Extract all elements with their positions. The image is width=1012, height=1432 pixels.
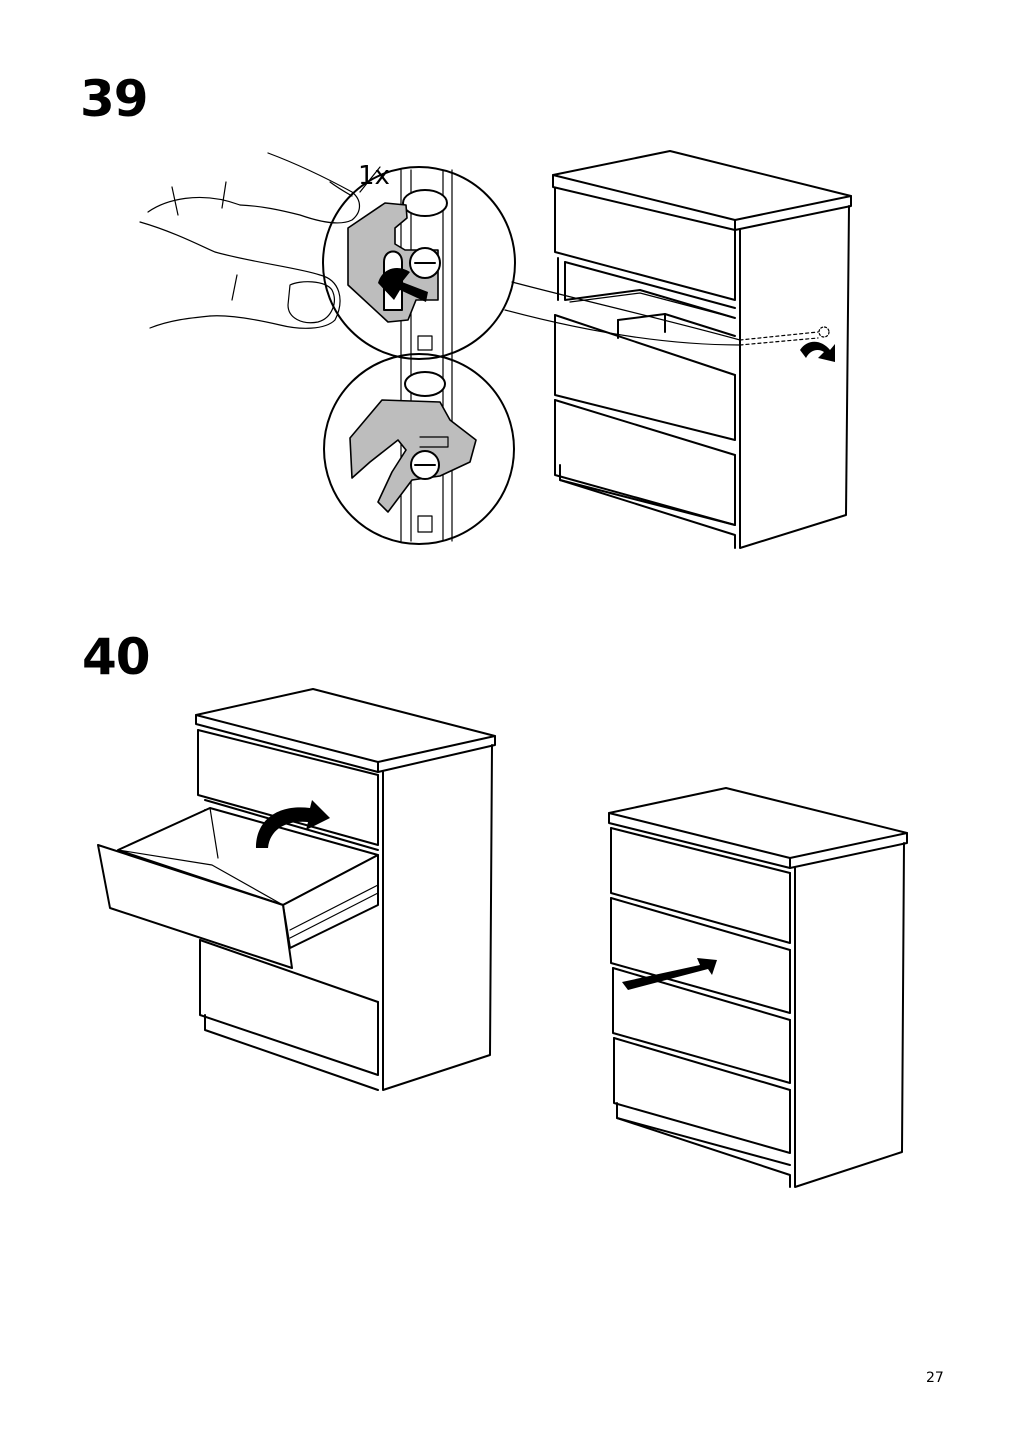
hand-illustration [139, 152, 361, 329]
detail-circle-before [322, 166, 516, 360]
page-number: 27 [926, 1370, 944, 1386]
dresser-step-39 [552, 150, 852, 549]
detail-circle-after [323, 353, 515, 545]
dresser-drawer-open [97, 688, 496, 1091]
step-number-40: 40 [82, 628, 151, 686]
step-40-illustration [97, 688, 908, 1188]
step-number-39: 39 [80, 70, 149, 128]
step-39-illustration [139, 150, 852, 549]
dresser-drawer-closed [608, 787, 908, 1188]
